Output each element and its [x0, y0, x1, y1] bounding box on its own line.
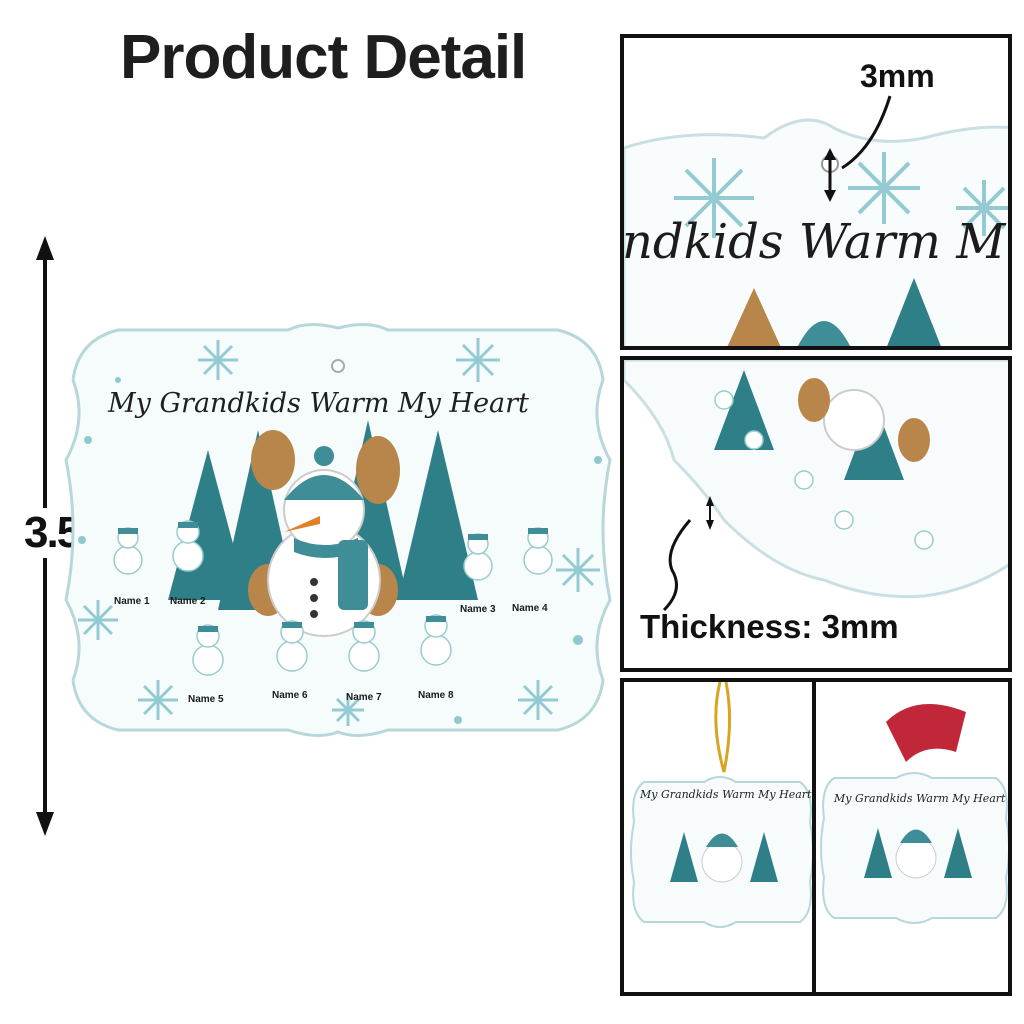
variant-gold-string-panel	[620, 678, 816, 996]
name-label-3: Name 3	[460, 604, 496, 615]
main-ornament-image	[64, 323, 612, 737]
name-label-1: Name 1	[114, 596, 150, 607]
variant-red-ribbon-panel	[812, 678, 1012, 996]
name-label-5: Name 5	[188, 694, 224, 705]
hole-size-callout: 3mm	[860, 58, 935, 94]
variant-gold-string-image	[630, 682, 812, 928]
variant-red-text: My Grandkids Warm My Heart	[834, 792, 1006, 805]
name-label-7: Name 7	[346, 692, 382, 703]
name-label-8: Name 8	[418, 690, 454, 701]
variant-red-ribbon-image	[820, 704, 1008, 924]
name-label-6: Name 6	[272, 690, 308, 701]
thickness-detail-panel	[620, 356, 1012, 672]
variant-gold-text: My Grandkids Warm My Heart	[640, 788, 812, 801]
name-label-4: Name 4	[512, 603, 548, 614]
page-title: Product Detail	[120, 23, 527, 92]
thickness-callout: Thickness: 3mm	[640, 608, 899, 645]
name-label-2: Name 2	[170, 596, 206, 607]
hole-detail-panel	[620, 34, 1012, 350]
hole-detail-image	[624, 95, 1008, 346]
hole-detail-script-text: ndkids Warm M	[622, 214, 1006, 270]
thickness-detail-image	[624, 360, 1008, 612]
ornament-text: My Grandkids Warm My Heart	[108, 388, 529, 419]
